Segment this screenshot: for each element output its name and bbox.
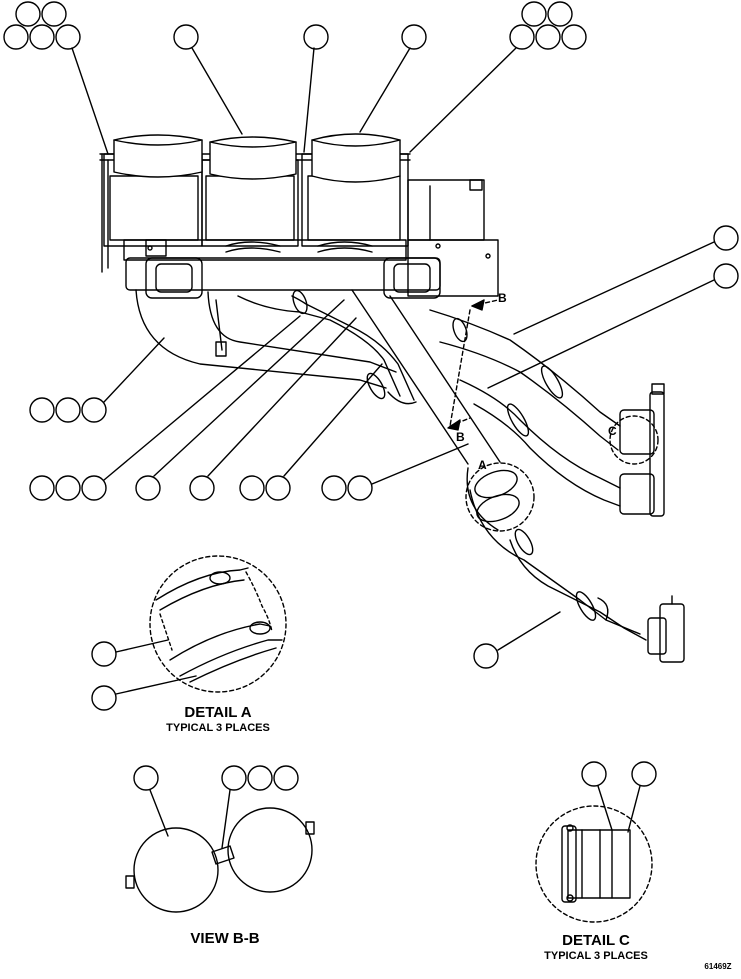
callout-row-lower bbox=[29, 299, 469, 501]
view-b-b bbox=[125, 765, 315, 913]
callout-group-top-left bbox=[3, 1, 109, 155]
right-housing-inner bbox=[307, 175, 401, 241]
drawing-number: 61469Z bbox=[704, 962, 732, 971]
detail-c-subtitle: TYPICAL 3 PLACES bbox=[544, 950, 648, 962]
middle-housing-inner bbox=[205, 175, 295, 241]
callout-right-2 bbox=[487, 263, 739, 389]
air-cleaner-assembly bbox=[99, 133, 499, 299]
detail-a-title: DETAIL A bbox=[184, 704, 252, 721]
callout-top-2 bbox=[173, 24, 243, 135]
right-ducts bbox=[429, 309, 665, 517]
outlet-manifold bbox=[125, 257, 441, 291]
section-label-b-top: B bbox=[498, 291, 507, 305]
lower-side-box bbox=[407, 239, 499, 297]
section-label-c: C bbox=[608, 424, 617, 438]
section-line-b bbox=[447, 299, 499, 431]
callout-left-mid bbox=[29, 337, 165, 423]
callout-top-4 bbox=[359, 24, 427, 133]
detail-c-callout-circle bbox=[609, 415, 659, 465]
outlet-port-left bbox=[145, 257, 203, 299]
filter-cap-left bbox=[113, 134, 203, 178]
lower-main-tube bbox=[466, 467, 685, 663]
detail-a bbox=[91, 555, 287, 711]
detail-a-callout-circle bbox=[465, 462, 535, 532]
filter-cap-middle bbox=[209, 136, 297, 180]
connector-hose-center bbox=[237, 295, 417, 405]
hose-clamps bbox=[292, 289, 597, 621]
detail-a-subtitle: TYPICAL 3 PLACES bbox=[166, 722, 270, 734]
side-box bbox=[407, 179, 485, 241]
outlet-flange-upper bbox=[619, 409, 655, 455]
callout-lower-tube bbox=[473, 611, 561, 669]
callout-group-top-right bbox=[409, 1, 587, 153]
detail-c-title: DETAIL C bbox=[562, 932, 630, 949]
left-housing-inner bbox=[109, 175, 199, 241]
section-label-b-lower: B bbox=[456, 430, 465, 444]
filter-cap-right bbox=[311, 133, 401, 183]
diagonal-tube bbox=[351, 289, 501, 465]
outlet-port-right bbox=[383, 257, 441, 299]
outlet-flange-middle bbox=[619, 473, 655, 515]
callout-right-1 bbox=[513, 225, 739, 335]
elbow-duct-left bbox=[135, 289, 397, 389]
detail-c bbox=[535, 761, 657, 923]
section-label-a: A bbox=[478, 458, 487, 472]
outlet-flange-lower bbox=[647, 617, 667, 655]
view-b-b-title: VIEW B-B bbox=[190, 930, 260, 947]
callout-top-3 bbox=[303, 24, 329, 153]
lower-plenum bbox=[123, 239, 407, 261]
